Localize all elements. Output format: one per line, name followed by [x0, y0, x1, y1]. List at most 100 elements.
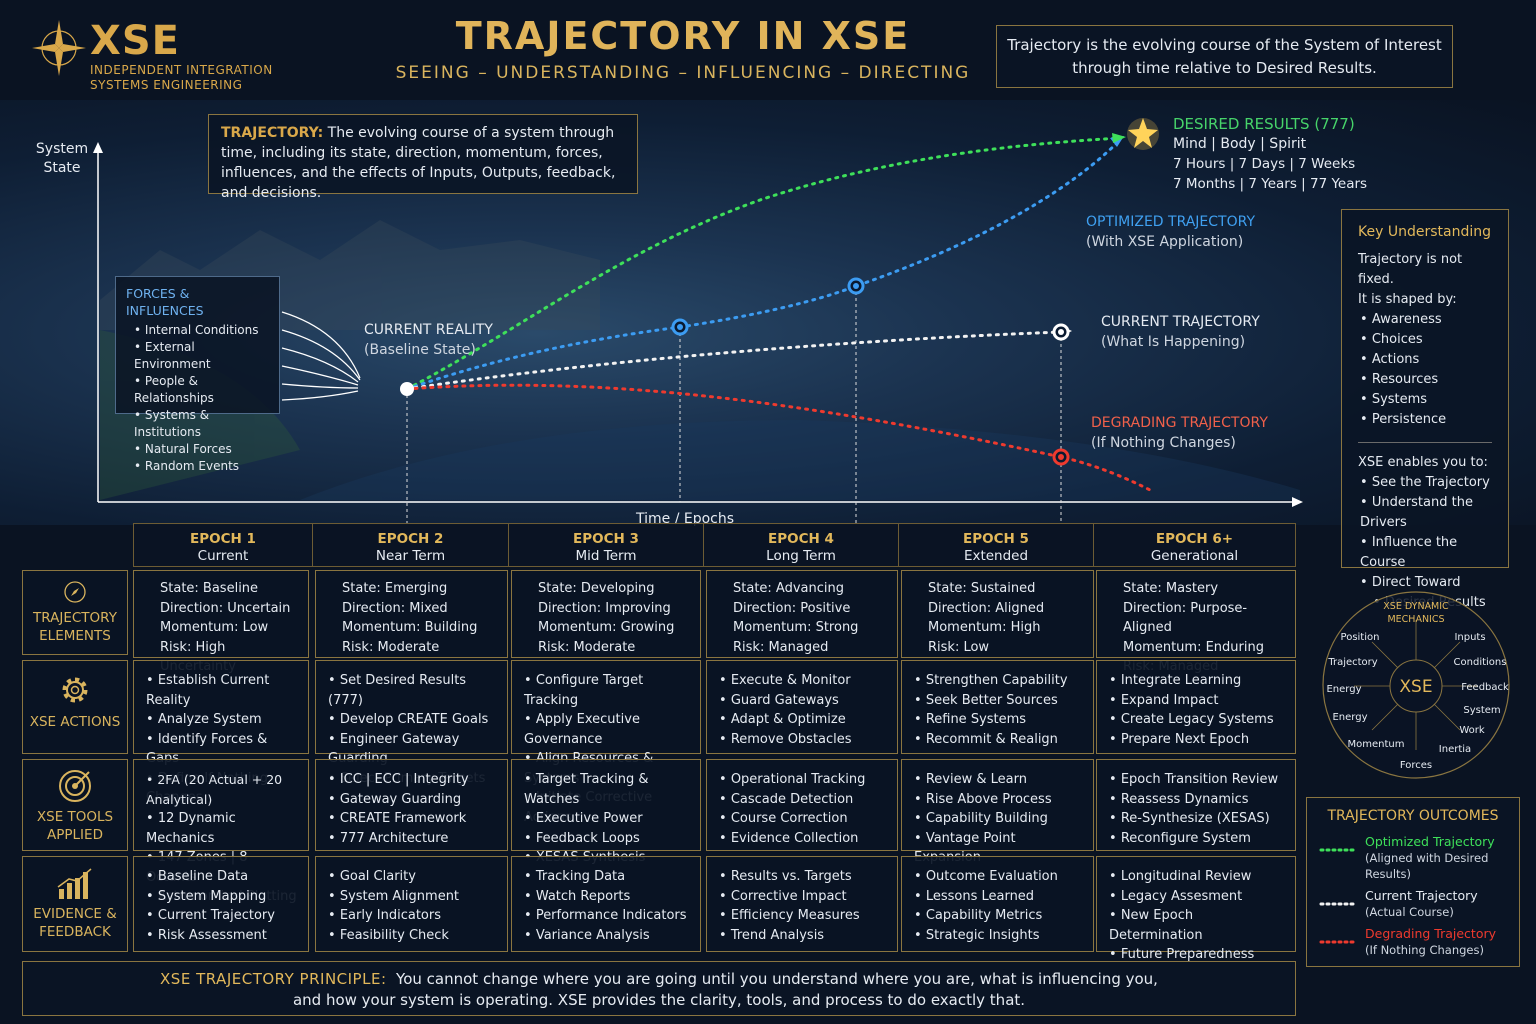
key-intro-1: Trajectory is not fixed.	[1358, 252, 1463, 287]
epoch-name: EPOCH 6+	[1155, 531, 1234, 547]
trajectory-definition-box: TRAJECTORY: The evolving course of a sys…	[208, 114, 638, 201]
cell-item: Momentum: Growing	[538, 620, 675, 635]
mechanics-label: Energy	[1326, 684, 1361, 695]
blue-marker-epoch-3-core	[677, 324, 683, 330]
trajectory-outcomes-legend: TRAJECTORY OUTCOMES Optimized Trajectory…	[1306, 797, 1520, 967]
red-marker-epoch-5-core	[1058, 454, 1064, 460]
row-label-2: ELEMENTS	[39, 628, 111, 644]
row-label-2: FEEDBACK	[39, 924, 111, 940]
trajectory-definition-text: The evolving course of a system through …	[221, 125, 616, 201]
epoch-header: EPOCH 5 Extended	[898, 523, 1094, 567]
cell-item: System Mapping	[146, 887, 298, 907]
table-cell: Execute & MonitorGuard GatewaysAdapt & O…	[706, 660, 898, 754]
table-cell: 2FA (20 Actual + 20 Analytical)12 Dynami…	[133, 759, 309, 904]
mechanics-label: Trajectory	[1327, 657, 1377, 668]
legend-sub: (Aligned with Desired Results)	[1365, 851, 1489, 881]
row-header-trajectory-elements: TRAJECTORY ELEMENTS	[22, 570, 128, 655]
principle-line-1: You cannot change where you are going un…	[396, 970, 1158, 988]
cell-item: CREATE Framework	[328, 809, 497, 829]
row-header-evidence-feedback: EVIDENCE & FEEDBACK	[22, 856, 128, 952]
terrain-hint	[100, 220, 1300, 500]
epoch-sub: Near Term	[375, 548, 446, 564]
optimized-trajectory-label: OPTIMIZED TRAJECTORY (With XSE Applicati…	[1086, 212, 1255, 252]
logo-subtitle-1: INDEPENDENT INTEGRATION	[90, 63, 273, 77]
cell-item: Cascade Detection	[719, 790, 887, 810]
cell-item: Executive Power	[524, 809, 690, 829]
cell-item: Performance Indicators	[524, 906, 690, 926]
optimized-trajectory-sub: (With XSE Application)	[1086, 234, 1244, 250]
mechanics-spokes	[1354, 620, 1478, 750]
cell-item: Configure Target Tracking	[524, 671, 690, 710]
principle-title: XSE TRAJECTORY PRINCIPLE:	[160, 970, 387, 988]
cell-item: Create Legacy Systems	[1109, 710, 1285, 730]
table-cell: Review & LearnRise Above ProcessCapabili…	[901, 759, 1094, 865]
table-cell: Target Tracking & WatchesExecutive Power…	[511, 759, 701, 865]
forces-item: Systems & Institutions	[134, 407, 269, 441]
epoch-sub: Current	[197, 548, 249, 564]
desired-results-line-1: Mind | Body | Spirit	[1173, 136, 1307, 152]
epoch-sub: Generational	[1150, 548, 1239, 564]
current-reality-label: CURRENT REALITY (Baseline State)	[364, 320, 493, 360]
cell-list: Strengthen CapabilitySeek Better Sources…	[914, 671, 1083, 749]
row-label-1: XSE ACTIONS	[29, 714, 121, 730]
mechanics-title-2: MECHANICS	[1387, 614, 1444, 625]
enables-item: Understand the Drivers	[1360, 493, 1492, 533]
cell-item: Outcome Evaluation	[914, 867, 1083, 887]
forces-title: FORCES & INFLUENCES	[126, 286, 204, 318]
row-header-xse-tools: XSE TOOLS APPLIED	[22, 759, 128, 851]
cell-item: Remove Obstacles	[719, 730, 887, 750]
current-trajectory-sub: (What Is Happening)	[1101, 334, 1246, 350]
epoch-sub: Long Term	[766, 548, 836, 564]
blue-marker-epoch-4-core	[853, 283, 859, 289]
cell-list: Outcome EvaluationLessons LearnedCapabil…	[914, 867, 1083, 945]
cell-item: State: Baseline	[160, 581, 259, 596]
current-reality-marker	[400, 382, 414, 396]
cell-item: Course Correction	[719, 809, 887, 829]
table-cell: Outcome EvaluationLessons LearnedCapabil…	[901, 856, 1094, 952]
cell-item: Adapt & Optimize	[719, 710, 887, 730]
cell-item: State: Mastery	[1123, 581, 1219, 596]
cell-item: Feedback Loops	[524, 829, 690, 849]
cell-item: Direction: Uncertain	[160, 600, 291, 616]
page-title: TRAJECTORY IN XSE	[455, 14, 911, 58]
mechanics-label: Inertia	[1439, 744, 1471, 755]
desired-results-line-3: 7 Months | 7 Years | 77 Years	[1173, 176, 1368, 192]
legend-title: Current Trajectory	[1365, 888, 1478, 903]
degrading-trajectory-label: DEGRADING TRAJECTORY (If Nothing Changes…	[1091, 413, 1268, 453]
cell-list: Baseline DataSystem MappingCurrent Traje…	[146, 867, 298, 945]
y-axis-label-line-2: State	[43, 160, 81, 176]
table-cell: Set Desired Results (777)Develop CREATE …	[315, 660, 508, 786]
table-cell: Operational TrackingCascade DetectionCou…	[706, 759, 898, 851]
gear-icon	[62, 677, 88, 703]
epoch-sub: Mid Term	[575, 548, 637, 564]
table-cell: ICC | ECC | IntegrityGateway GuardingCRE…	[315, 759, 508, 851]
cell-item: Momentum: High	[928, 620, 1041, 635]
x-axis-arrow	[1292, 497, 1303, 507]
cell-list: Integrate LearningExpand ImpactCreate Le…	[1109, 671, 1285, 749]
cell-item: Operational Tracking	[719, 770, 887, 790]
forces-item: Natural Forces	[134, 441, 269, 458]
cell-item: Develop CREATE Goals	[328, 710, 497, 730]
cell-item: New Epoch Determination	[1109, 906, 1285, 945]
cell-item: Results vs. Targets	[719, 867, 887, 887]
compass-star-logo-icon	[32, 20, 86, 76]
cell-item: State: Advancing	[733, 581, 844, 596]
cell-list: Operational TrackingCascade DetectionCou…	[719, 770, 887, 848]
cell-item: Target Tracking & Watches	[524, 770, 690, 809]
logo-text: XSE	[90, 18, 180, 64]
cell-item: State: Emerging	[342, 581, 448, 596]
cell-item: 777 Architecture	[328, 829, 497, 849]
trajectory-term: TRAJECTORY:	[221, 125, 324, 141]
cell-item: Early Indicators	[328, 906, 497, 926]
cell-list: Tracking DataWatch ReportsPerformance In…	[524, 867, 690, 945]
cell-item: Set Desired Results (777)	[328, 671, 497, 710]
cell-item: Lessons Learned	[914, 887, 1083, 907]
cell-item: Goal Clarity	[328, 867, 497, 887]
cell-item: Baseline Data	[146, 867, 298, 887]
definition-box: Trajectory is the evolving course of the…	[996, 25, 1453, 88]
key-understanding-box: Key Understanding Trajectory is not fixe…	[1341, 209, 1509, 610]
optimized-green-trajectory	[405, 136, 1122, 391]
mechanics-label: Work	[1459, 725, 1485, 736]
